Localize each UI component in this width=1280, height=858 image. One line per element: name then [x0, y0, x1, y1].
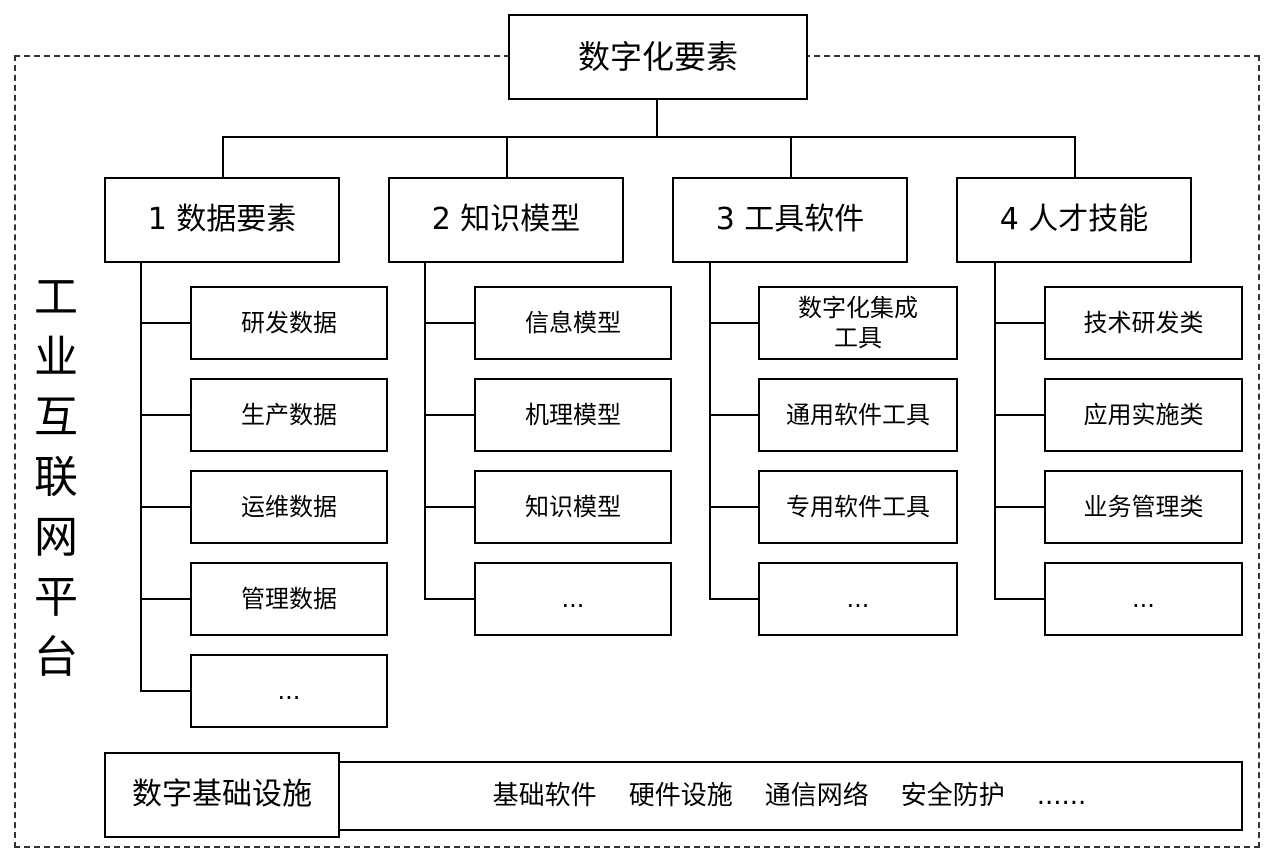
- branch-line: [140, 598, 192, 600]
- platform-label-char: 联: [34, 452, 78, 503]
- item-label: 信息模型: [525, 309, 621, 337]
- category-knowledge-models: 2 知识模型: [388, 177, 624, 263]
- branch-line: [140, 690, 192, 692]
- root-node: 数字化要素: [508, 14, 808, 100]
- item-box: 知识模型: [474, 470, 672, 544]
- branch-line: [424, 414, 476, 416]
- category-label: 1 数据要素: [147, 202, 297, 238]
- item-box: 数字化集成 工具: [758, 286, 958, 360]
- branch-line: [994, 598, 1046, 600]
- category-connector: [222, 136, 224, 178]
- infrastructure-item: 通信网络: [764, 780, 869, 811]
- branch-trunk-line: [994, 263, 996, 599]
- item-box: 业务管理类: [1044, 470, 1243, 544]
- category-bus-line: [222, 136, 1076, 138]
- item-label: 机理模型: [525, 401, 621, 429]
- item-box: 研发数据: [190, 286, 388, 360]
- branch-line: [994, 506, 1046, 508]
- platform-label-char: 平: [34, 572, 78, 623]
- item-box: 生产数据: [190, 378, 388, 452]
- platform-label-char: 互: [34, 392, 78, 443]
- infrastructure-label: 数字基础设施: [132, 777, 312, 813]
- item-box-ellipsis: ...: [190, 654, 388, 728]
- item-label: ...: [1132, 585, 1155, 613]
- item-label: 专用软件工具: [786, 493, 930, 521]
- item-label: 研发数据: [241, 309, 337, 337]
- category-connector: [506, 136, 508, 178]
- item-box: 专用软件工具: [758, 470, 958, 544]
- branch-line: [709, 414, 760, 416]
- category-tool-software: 3 工具软件: [672, 177, 908, 263]
- branch-trunk-line: [140, 263, 142, 691]
- branch-line: [140, 506, 192, 508]
- item-label: 技术研发类: [1083, 309, 1204, 337]
- item-box: 信息模型: [474, 286, 672, 360]
- platform-vertical-label: 工 业 互 联 网 平 台: [30, 268, 82, 688]
- item-box: 通用软件工具: [758, 378, 958, 452]
- platform-label-char: 业: [34, 332, 78, 383]
- platform-label-char: 台: [34, 632, 78, 683]
- item-label: 数字化集成 工具: [798, 294, 918, 352]
- category-connector: [1074, 136, 1076, 178]
- item-box: 技术研发类: [1044, 286, 1243, 360]
- item-label: ...: [277, 677, 301, 705]
- item-label: 运维数据: [241, 493, 337, 521]
- branch-trunk-line: [709, 263, 711, 599]
- item-box: 机理模型: [474, 378, 672, 452]
- infrastructure-item: 硬件设施: [628, 780, 733, 811]
- category-label: 2 知识模型: [431, 202, 581, 238]
- branch-line: [709, 322, 760, 324]
- item-label: 知识模型: [525, 493, 621, 521]
- item-label: 生产数据: [241, 401, 337, 429]
- branch-line: [424, 322, 476, 324]
- item-label: 应用实施类: [1083, 401, 1204, 429]
- branch-line: [994, 414, 1046, 416]
- branch-line: [140, 414, 192, 416]
- item-label: 管理数据: [241, 585, 337, 613]
- infrastructure-items-box: 基础软件 硬件设施 通信网络 安全防护 ......: [336, 761, 1243, 831]
- category-data-elements: 1 数据要素: [104, 177, 340, 263]
- platform-label-char: 工: [34, 272, 78, 323]
- branch-line: [140, 322, 192, 324]
- item-box: 管理数据: [190, 562, 388, 636]
- platform-label-char: 网: [34, 512, 78, 563]
- item-box: 运维数据: [190, 470, 388, 544]
- infrastructure-label-box: 数字基础设施: [104, 752, 340, 838]
- category-label: 4 人才技能: [999, 202, 1149, 238]
- root-connector: [656, 100, 658, 137]
- branch-line: [424, 506, 476, 508]
- item-label: 业务管理类: [1083, 493, 1204, 521]
- item-box-ellipsis: ...: [474, 562, 672, 636]
- infrastructure-item: 安全防护: [900, 780, 1005, 811]
- branch-line: [709, 506, 760, 508]
- branch-line: [994, 322, 1046, 324]
- branch-line: [709, 598, 760, 600]
- item-box-ellipsis: ...: [758, 562, 958, 636]
- item-label: ...: [846, 585, 870, 613]
- item-label: 通用软件工具: [786, 401, 930, 429]
- category-connector: [790, 136, 792, 178]
- infrastructure-item: 基础软件: [492, 780, 597, 811]
- root-label: 数字化要素: [577, 38, 738, 76]
- item-label: ...: [561, 585, 585, 613]
- branch-trunk-line: [424, 263, 426, 599]
- item-box: 应用实施类: [1044, 378, 1243, 452]
- branch-line: [424, 598, 476, 600]
- category-talent-skills: 4 人才技能: [956, 177, 1192, 263]
- infrastructure-item: ......: [1036, 780, 1087, 811]
- category-label: 3 工具软件: [715, 202, 865, 238]
- item-box-ellipsis: ...: [1044, 562, 1243, 636]
